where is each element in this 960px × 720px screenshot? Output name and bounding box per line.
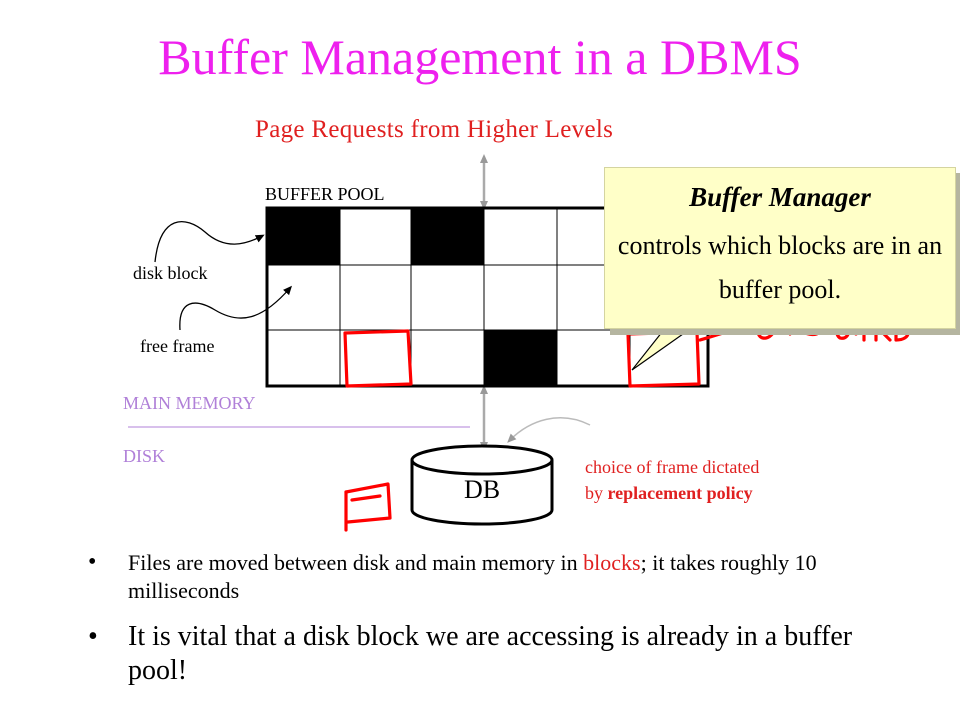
buffer-manager-callout: Buffer Manager controls which blocks are… xyxy=(604,167,956,329)
buffer-manager-title: Buffer Manager xyxy=(689,182,871,212)
bullet-text: Files are moved between disk and main me… xyxy=(128,549,908,605)
disk-block-pointer xyxy=(154,221,265,263)
db-cylinder xyxy=(410,444,554,526)
page-title: Buffer Management in a DBMS xyxy=(158,29,802,85)
buffer-manager-body: controls which blocks are in an buffer p… xyxy=(617,231,943,304)
choice-text: choice of frame dictated xyxy=(585,457,760,477)
choice-by: by xyxy=(585,483,603,503)
replacement-policy-note: choice of frame dictated by replacement … xyxy=(585,454,759,506)
bullet-dot: • xyxy=(88,621,98,652)
main-memory-label: MAIN MEMORY xyxy=(123,393,256,413)
db-label: DB xyxy=(464,475,500,504)
bullet-dot: • xyxy=(88,549,97,575)
bullet-item-2: • It is vital that a disk block we are a… xyxy=(88,620,908,688)
disk-label: DISK xyxy=(123,446,166,466)
page-requests-label: Page Requests from Higher Levels xyxy=(255,116,614,143)
buffer-pool-label: BUFFER POOL xyxy=(265,184,385,204)
bullet-text-pre: Files are moved between disk and main me… xyxy=(128,550,584,575)
disk-block-label: disk block xyxy=(133,263,208,283)
replacement-policy-pointer xyxy=(507,417,591,443)
blocks-highlight: blocks xyxy=(583,550,641,575)
free-frame-label: free frame xyxy=(140,336,215,356)
bullet-text: It is vital that a disk block we are acc… xyxy=(128,621,853,686)
bullet-text-post: ; it takes roughly 10 milliseconds xyxy=(128,550,817,603)
replacement-policy-term: replacement policy xyxy=(607,483,753,503)
free-frame-pointer xyxy=(179,285,292,331)
callout-pointer xyxy=(631,321,702,371)
bullet-item-1: • Files are moved between disk and main … xyxy=(88,549,908,605)
